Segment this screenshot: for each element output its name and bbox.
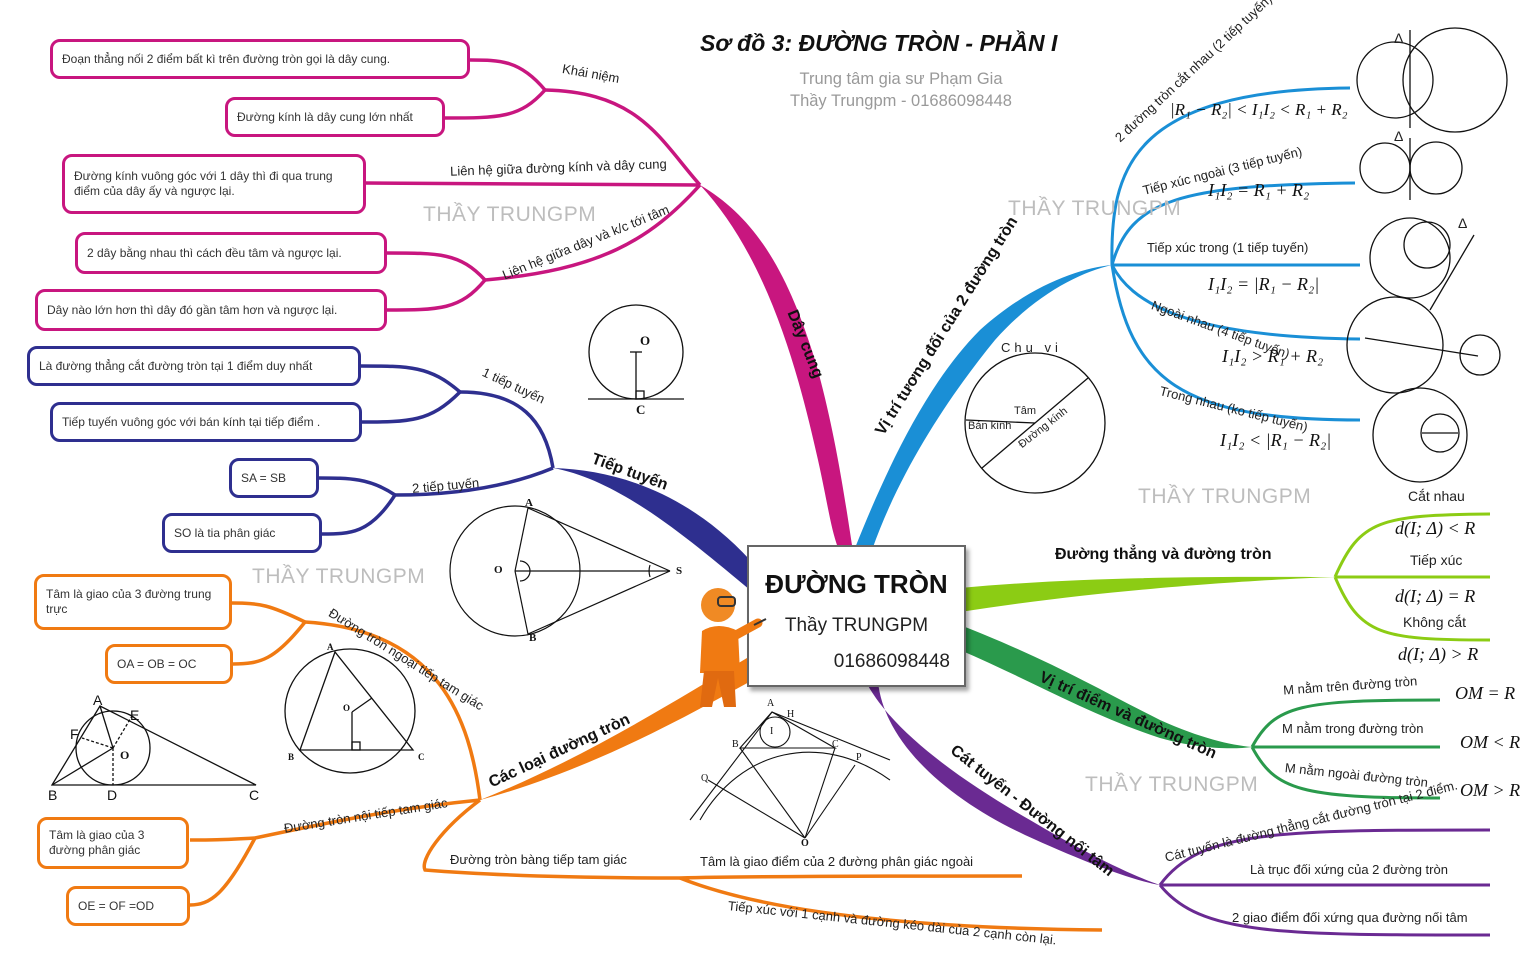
branch-tiep-tuyen xyxy=(553,468,750,590)
formula-tiep-xuc-ngoai: I₁I₂ = R₁ + R₂ xyxy=(1208,180,1310,200)
note-day-bang-nhau: 2 dây bằng nhau thì cách đều tâm và ngượ… xyxy=(75,232,387,274)
formula-m-ngoai: OM > R xyxy=(1460,780,1521,800)
cac-loai-connectors xyxy=(189,601,1103,932)
delta-label-3: Δ xyxy=(1458,215,1468,231)
cat-tuyen-connectors xyxy=(1158,828,1491,937)
fig-label: C xyxy=(636,402,646,417)
fig-label: A xyxy=(93,692,103,708)
fig-label: O xyxy=(343,703,351,713)
central-phone: 01686098448 xyxy=(833,651,950,672)
fig-label: B xyxy=(288,752,295,762)
label-khong-cat: Không cắt xyxy=(1403,614,1467,630)
delta-label-1: Δ xyxy=(1394,30,1404,46)
excircle-figure xyxy=(689,711,891,839)
two-tangents-figure xyxy=(449,505,671,637)
watermark: THẦY TRUNGPM xyxy=(1138,485,1312,508)
watermark: THẦY TRUNGPM xyxy=(1085,773,1259,796)
label-tiep-xuc-trong: Tiếp xúc trong (1 tiếp tuyến) xyxy=(1147,240,1309,255)
label-ban-kinh: Bán kính xyxy=(968,420,1012,432)
formula-cat-nhau-2: |R₁ − R₂| < I₁I₂ < R₁ + R₂ xyxy=(1170,100,1348,119)
fig-label: O xyxy=(494,564,503,576)
note-so-phan-giac: SO là tia phân giác xyxy=(162,513,322,553)
incircle-figure xyxy=(50,705,257,786)
note-vuong-goc: Đường kính vuông góc với 1 dây thì đi qu… xyxy=(62,154,366,214)
label-cat-nhau: Cắt nhau xyxy=(1408,488,1465,504)
formula-m-tren: OM = R xyxy=(1455,683,1516,703)
fig-label: F xyxy=(70,726,79,742)
perimeter-figure xyxy=(964,352,1106,494)
watermark: THẦY TRUNGPM xyxy=(1008,197,1182,220)
fig-label: H xyxy=(787,709,795,720)
note-tiep-tuyen-def: Là đường thẳng cắt đường tròn tại 1 điểm… xyxy=(27,346,361,386)
note-oe-of-od: OE = OF =OD xyxy=(66,886,190,926)
fig-label: I xyxy=(770,726,774,737)
branch-vi-tri-2 xyxy=(855,265,1112,550)
formula-tiep-xuc: d(I; Δ) = R xyxy=(1395,586,1476,606)
label-tiep-xuc: Tiếp xúc xyxy=(1410,552,1463,568)
note-bang-tiep-tam: Tâm là giao điểm của 2 đường phân giác n… xyxy=(700,854,974,869)
branch-duong-thang xyxy=(960,576,1335,612)
fig-label: A xyxy=(327,642,334,652)
formula-khong-cat: d(I; Δ) > R xyxy=(1398,644,1479,664)
two-circles-figures xyxy=(1346,27,1508,483)
note-vuong-goc-ban-kinh: Tiếp tuyến vuông góc với bán kính tại ti… xyxy=(50,402,362,442)
duong-thang-connectors xyxy=(1333,512,1491,642)
note-oa-ob-oc: OA = OB = OC xyxy=(105,644,233,684)
presenter-figure xyxy=(700,588,767,707)
note-day-lon-hon: Dây nào lớn hơn thì dây đó gần tâm hơn v… xyxy=(35,289,387,331)
fig-label: B xyxy=(732,739,739,750)
fig-label: C xyxy=(832,739,839,750)
fig-label: A xyxy=(767,698,775,709)
fig-label: P xyxy=(856,752,862,763)
formula-cat-nhau: d(I; Δ) < R xyxy=(1395,518,1476,538)
fig-label: B xyxy=(48,787,58,803)
vi-tri-2-connectors xyxy=(1110,86,1361,422)
note-ngoai-tiep-tam: Tâm là giao của 3 đường trung trực xyxy=(34,574,232,630)
branch-label-duong-thang: Đường thẳng và đường tròn xyxy=(1055,546,1272,563)
note-noi-tiep-tam: Tâm là giao của 3 đường phân giác xyxy=(37,817,189,869)
label-bang-tiep: Đường tròn bàng tiếp tam giác xyxy=(450,852,627,867)
fig-label: O xyxy=(801,838,809,849)
label-chu-vi: Chu vi xyxy=(1001,340,1062,355)
delta-label-2: Δ xyxy=(1394,128,1404,144)
fig-label: A xyxy=(525,497,533,509)
formula-m-trong: OM < R xyxy=(1460,732,1521,752)
watermark: THẦY TRUNGPM xyxy=(252,565,426,588)
fig-label: O xyxy=(120,748,130,762)
formula-trong-nhau: I₁I₂ < |R₁ − R₂| xyxy=(1220,430,1332,450)
fig-label: D xyxy=(107,787,118,803)
note-day-cung-def: Đoạn thẳng nối 2 điểm bất kì trên đường … xyxy=(50,39,470,79)
page-title: Sơ đồ 3: ĐƯỜNG TRÒN - PHẦN I xyxy=(700,30,1058,56)
fig-label: O xyxy=(640,333,651,348)
tiep-tuyen-connectors xyxy=(317,364,555,536)
note-sa-sb: SA = SB xyxy=(229,458,319,498)
central-board: ĐƯỜNG TRÒN Thầy TRUNGPM 01686098448 xyxy=(747,545,966,687)
branch-vi-tri-diem xyxy=(960,625,1252,749)
watermark: THẦY TRUNGPM xyxy=(423,203,597,226)
fig-label: S xyxy=(676,565,683,577)
label-m-trong: M nằm trong đường tròn xyxy=(1282,721,1424,736)
tangent-figure xyxy=(588,304,684,400)
note-duong-kinh: Đường kính là dây cung lớn nhất xyxy=(225,97,445,137)
fig-label: Q xyxy=(701,773,709,784)
formula-ngoai-nhau: I₁I₂ > R₁ + R₂ xyxy=(1222,346,1324,366)
label-tam: Tâm xyxy=(1014,405,1036,417)
fig-label: C xyxy=(249,787,260,803)
fig-label: E xyxy=(130,707,140,723)
fig-label: B xyxy=(529,632,537,644)
note-giao-diem-doi-xung: 2 giao điểm đối xứng qua đường nối tâm xyxy=(1232,910,1468,925)
vi-tri-diem-connectors xyxy=(1250,698,1441,800)
day-cung-connectors xyxy=(364,58,702,312)
subtitle-line-1: Trung tâm gia sư Phạm Gia xyxy=(799,70,1003,88)
page-subtitle: Trung tâm gia sư Phạm Gia Thầy Trungpm -… xyxy=(790,68,1012,112)
central-author: Thầy TRUNGPM xyxy=(784,615,929,636)
note-truc-doi-xung: Là trục đối xứng của 2 đường tròn xyxy=(1250,862,1448,877)
fig-label: C xyxy=(418,752,425,762)
central-title: ĐƯỜNG TRÒN xyxy=(765,569,948,599)
subtitle-line-2: Thầy Trungpm - 01686098448 xyxy=(790,92,1012,110)
formula-tiep-xuc-trong: I₁I₂ = |R₁ − R₂| xyxy=(1208,274,1320,294)
branch-day-cung xyxy=(700,185,852,548)
circumcircle-figure xyxy=(284,648,416,774)
